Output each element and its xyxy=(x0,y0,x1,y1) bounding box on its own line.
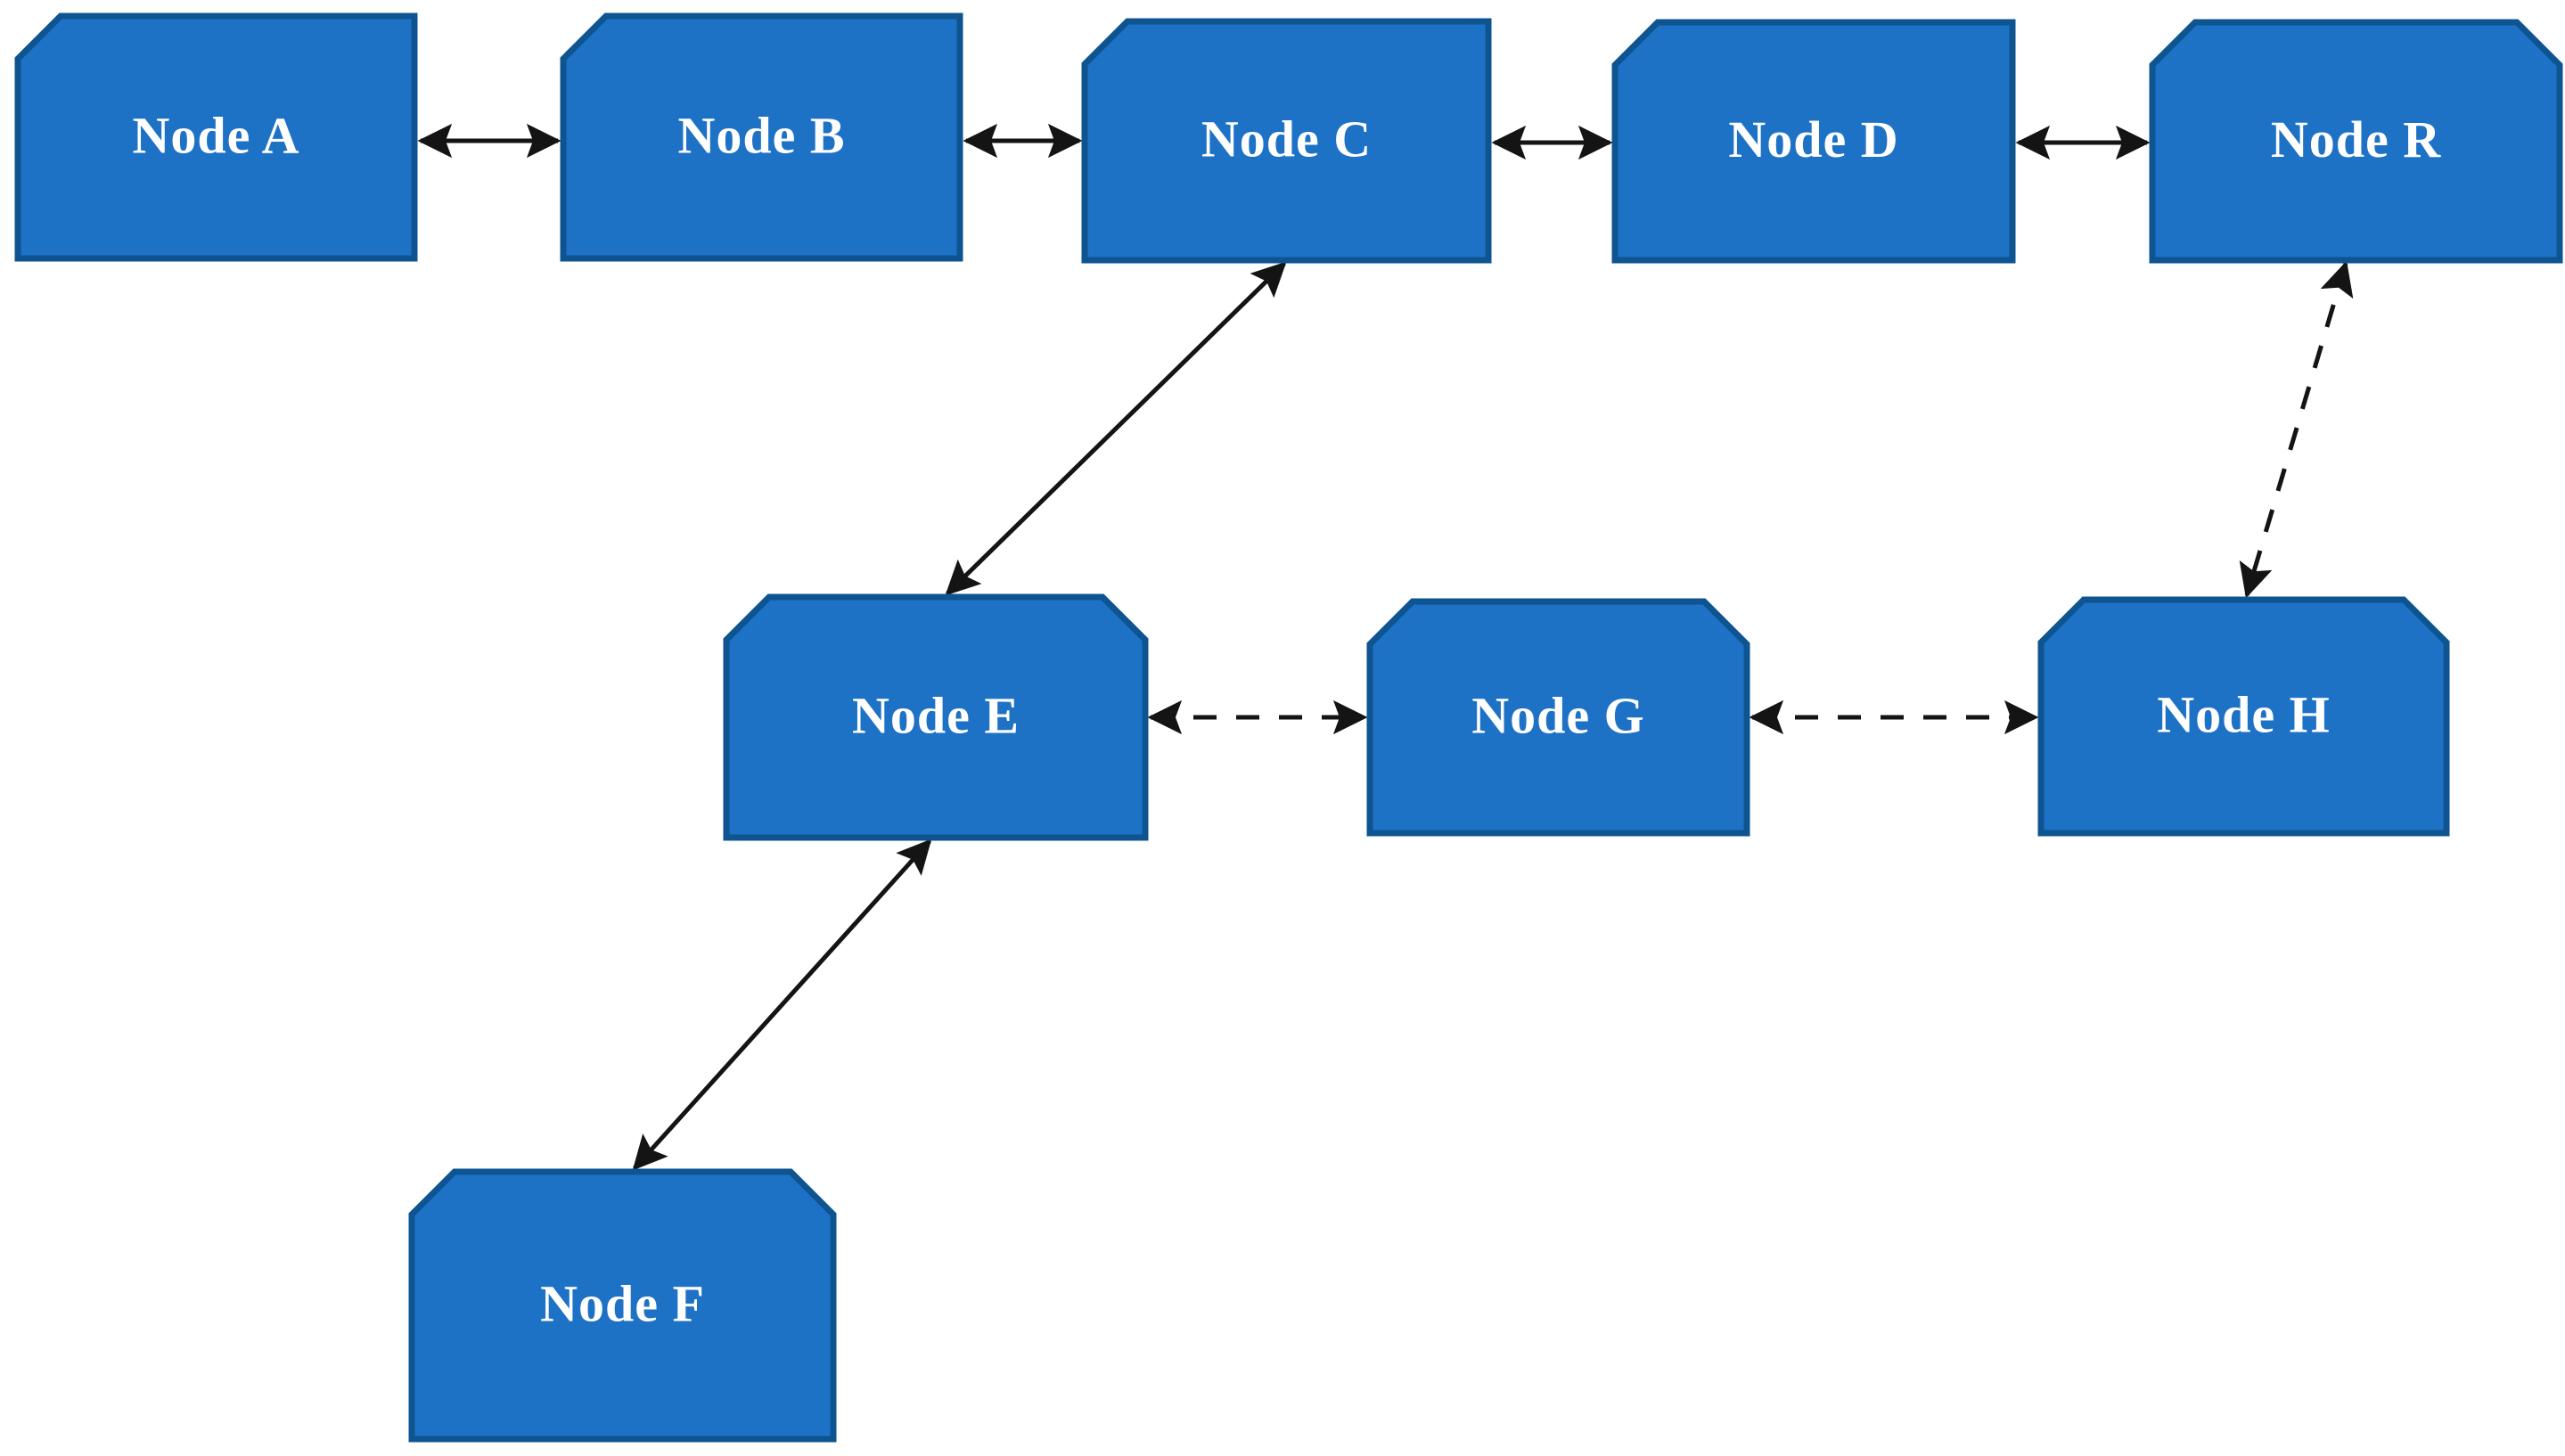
node-h[interactable]: Node H xyxy=(2037,596,2450,837)
node-shape-e xyxy=(723,593,1149,841)
node-shape-r xyxy=(2149,19,2563,264)
node-label-e: Node E xyxy=(852,686,1020,744)
edge-line-r-h xyxy=(2239,260,2354,599)
node-shape-f xyxy=(408,1168,837,1443)
node-d[interactable]: Node D xyxy=(1611,19,2016,264)
node-shape-h xyxy=(2037,596,2450,837)
edge-line-f-e xyxy=(632,838,932,1171)
node-label-b: Node B xyxy=(677,106,845,164)
node-g[interactable]: Node G xyxy=(1366,598,1750,837)
node-shape-a xyxy=(14,12,418,262)
node-shape-d xyxy=(1611,19,2016,264)
edges-layer xyxy=(417,123,2354,1171)
node-shape-g xyxy=(1366,598,1750,837)
nodes-layer: Node A Node B Node C Node D Node R Node E Node… xyxy=(14,12,2563,1443)
node-f[interactable]: Node F xyxy=(408,1168,837,1443)
node-shape-c xyxy=(1081,18,1492,264)
edge-r-h[interactable] xyxy=(2239,260,2354,599)
node-shape-b xyxy=(560,12,963,262)
node-label-d: Node D xyxy=(1728,110,1898,168)
node-b[interactable]: Node B xyxy=(560,12,963,262)
edge-c-e[interactable] xyxy=(945,261,1287,596)
node-label-r: Node R xyxy=(2271,110,2441,168)
edge-f-e[interactable] xyxy=(632,838,932,1171)
node-e[interactable]: Node E xyxy=(723,593,1149,841)
node-label-a: Node A xyxy=(132,106,299,164)
node-r[interactable]: Node R xyxy=(2149,19,2563,264)
node-label-h: Node H xyxy=(2157,685,2331,743)
node-label-c: Node C xyxy=(1201,110,1372,168)
node-label-f: Node F xyxy=(540,1274,705,1332)
node-c[interactable]: Node C xyxy=(1081,18,1492,264)
edge-line-c-e xyxy=(945,261,1287,596)
node-a[interactable]: Node A xyxy=(14,12,418,262)
node-label-g: Node G xyxy=(1471,686,1645,744)
